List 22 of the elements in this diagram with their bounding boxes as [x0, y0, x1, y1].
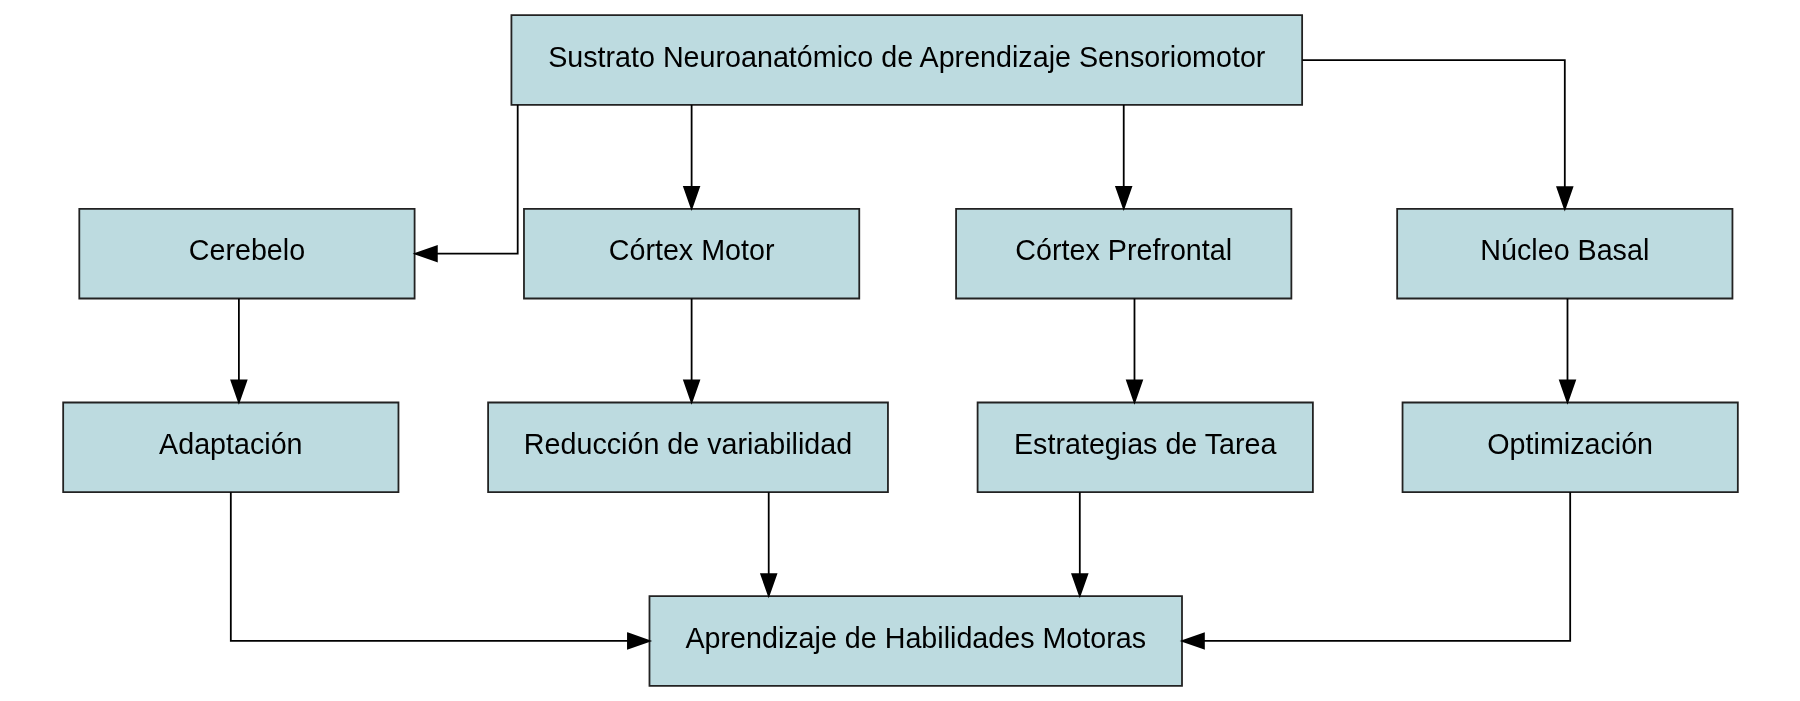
node-box: Reducción de variabilidad [486, 401, 889, 494]
node-box: Sustrato Neuroanatómico de Aprendizaje Sensoriomotor [510, 14, 1303, 106]
arrow [1125, 297, 1143, 405]
arrow [1558, 297, 1576, 405]
arrow [412, 104, 519, 263]
arrow [759, 491, 777, 599]
node-box: Aprendizaje de Habilidades Motoras [648, 595, 1183, 687]
node-box: Córtex Prefrontal [954, 207, 1292, 300]
arrow [229, 297, 248, 405]
node-box: Córtex Motor [522, 207, 860, 300]
node-box: Cerebelo [77, 207, 415, 300]
arrow [229, 491, 652, 650]
node-box: Adaptación [61, 401, 399, 494]
node-box: Núcleo Basal [1395, 207, 1733, 300]
arrow [1114, 104, 1133, 212]
arrow [682, 104, 700, 212]
arrow [1300, 59, 1574, 212]
node-box: Estrategias de Tarea [976, 401, 1314, 494]
arrow [1179, 491, 1571, 650]
node-box: Optimización [1401, 401, 1739, 494]
arrow [682, 297, 700, 405]
arrow [1070, 491, 1089, 599]
